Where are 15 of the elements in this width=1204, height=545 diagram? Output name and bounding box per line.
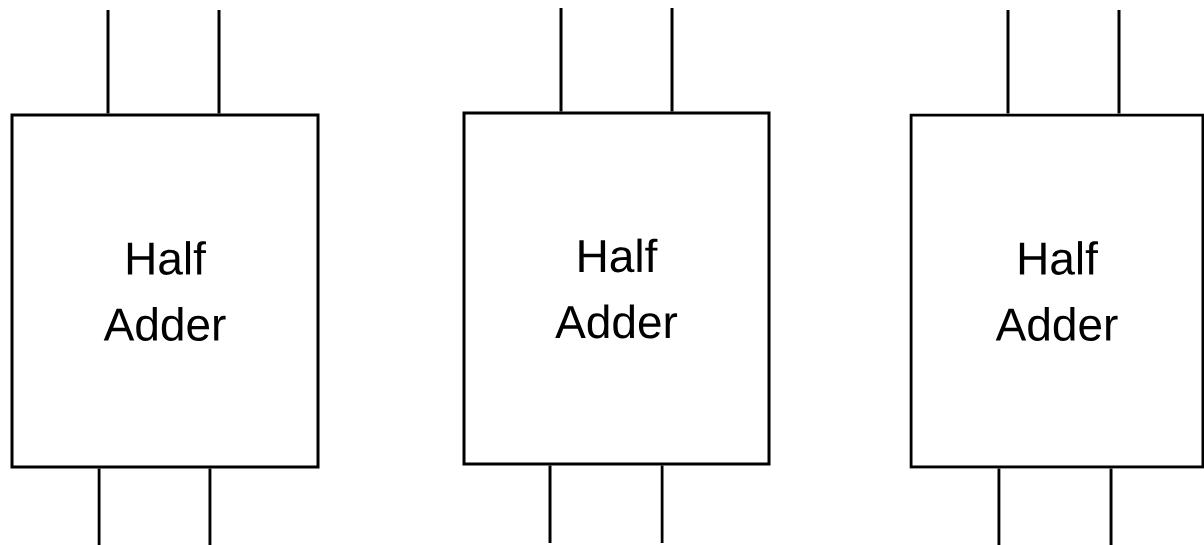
signal-line bbox=[97, 468, 101, 545]
signal-line bbox=[1006, 10, 1010, 114]
signal-line bbox=[106, 10, 110, 114]
half-adder-box: Half Adder bbox=[909, 113, 1204, 469]
signal-line bbox=[1117, 10, 1121, 114]
half-adder-box: Half Adder bbox=[462, 111, 771, 466]
signal-line bbox=[1109, 468, 1113, 545]
signal-line bbox=[548, 465, 552, 543]
signal-line bbox=[670, 8, 674, 112]
signal-line bbox=[217, 10, 221, 114]
half-adder-box: Half Adder bbox=[10, 113, 320, 469]
signal-line bbox=[997, 468, 1001, 545]
signal-line bbox=[660, 465, 664, 543]
signal-line bbox=[559, 8, 563, 112]
signal-line bbox=[208, 468, 212, 545]
